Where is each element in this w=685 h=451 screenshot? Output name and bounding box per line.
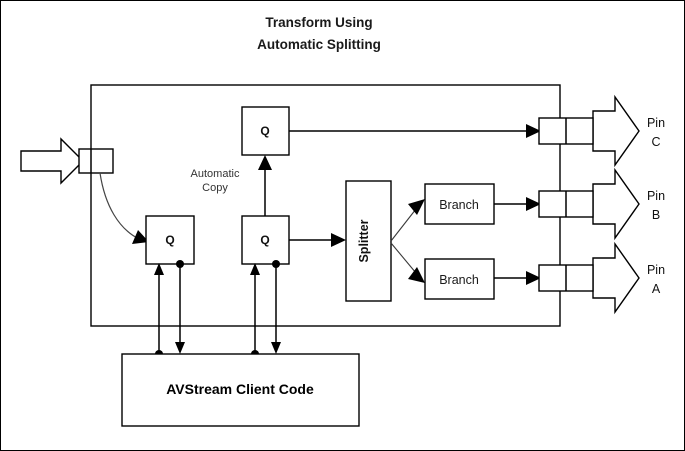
- branch-upper-to-pin-b-arrowhead: [526, 197, 541, 211]
- queue-top-label: Q: [260, 124, 269, 138]
- pin-a-arrow-icon: [592, 241, 640, 315]
- branch-upper-box: [424, 183, 495, 225]
- pin-a-label-line-2: A: [652, 282, 661, 296]
- automatic-copy-label-line-1: Automatic: [191, 168, 240, 180]
- client-code-box: [121, 353, 360, 427]
- pin-a-label-line-1: Pin: [647, 263, 665, 277]
- pin-b-arrow-icon: [592, 167, 640, 241]
- queue-left-box: [145, 215, 195, 265]
- branch-upper-label: Branch: [439, 198, 479, 212]
- output-pin-a: Pin A: [538, 241, 665, 315]
- input-pin-box: [78, 148, 114, 174]
- pin-c-label-line-2: C: [651, 135, 660, 149]
- input-to-queue-arrowhead: [132, 230, 149, 244]
- splitter-label: Splitter: [357, 219, 371, 262]
- branch-lower-label: Branch: [439, 273, 479, 287]
- queue-middle-box: [241, 215, 290, 265]
- client-to-queue-left-arrowhead: [154, 263, 164, 275]
- queue-middle-to-top-arrowhead: [258, 155, 272, 170]
- branch-lower-box: [424, 258, 495, 300]
- splitter-to-branch-upper-arrowhead: [408, 199, 425, 215]
- automatic-copy-label-line-2: Copy: [202, 182, 228, 194]
- splitter-to-branch-upper-line: [390, 208, 417, 242]
- queue-middle-to-splitter-arrowhead: [331, 233, 346, 247]
- output-pin-c: Pin C: [538, 94, 665, 168]
- client-to-queue-middle-arrowhead: [250, 263, 260, 275]
- splitter-to-branch-lower-line: [390, 242, 417, 274]
- pin-b-label-line-2: B: [652, 208, 660, 222]
- input-to-queue-curve: [99, 172, 140, 240]
- splitter-box: [345, 180, 392, 302]
- output-pin-b: Pin B: [538, 167, 665, 241]
- queue-left-to-client-junction-dot: [176, 260, 184, 268]
- queue-middle-label: Q: [260, 233, 269, 247]
- diagram-title-line-1: Transform Using: [265, 15, 372, 30]
- pin-c-arrow-icon: [592, 94, 640, 168]
- splitter-to-branch-lower-arrowhead: [408, 267, 425, 283]
- branch-lower-to-pin-a-arrowhead: [526, 271, 541, 285]
- queue-left-to-client-arrowhead: [175, 342, 185, 354]
- pin-c-label-line-1: Pin: [647, 116, 665, 130]
- diagram-title-line-2: Automatic Splitting: [257, 37, 381, 52]
- input-pin-arrow-icon: [20, 137, 84, 185]
- queue-middle-to-client-junction-dot: [272, 260, 280, 268]
- queue-left-label: Q: [165, 233, 174, 247]
- pin-b-label-line-1: Pin: [647, 189, 665, 203]
- queue-top-to-pin-c-arrowhead: [526, 124, 541, 138]
- queue-middle-to-client-arrowhead: [271, 342, 281, 354]
- client-code-label: AVStream Client Code: [166, 381, 314, 397]
- queue-top-box: [241, 106, 290, 156]
